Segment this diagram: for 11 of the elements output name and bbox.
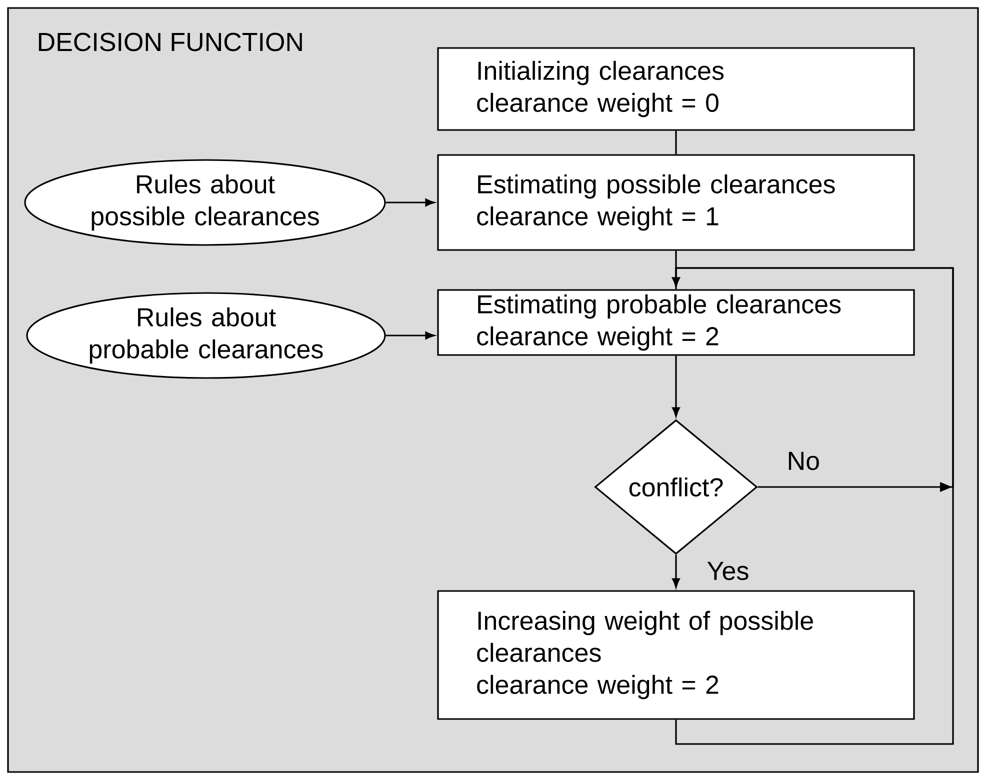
arrow	[672, 554, 680, 588]
process-box: Estimating possible clearances clearance weight = 1	[437, 154, 915, 251]
process-box: Initializing clearances clearance weight = 0	[437, 47, 915, 131]
arrow	[386, 332, 435, 340]
process-box: Increasing weight of possible clearances clearance weight = 2	[437, 590, 915, 720]
edge-label: No	[786, 450, 822, 472]
arrow	[386, 198, 435, 206]
edge-label: Yes	[706, 560, 750, 582]
arrow	[672, 267, 954, 745]
process-box: Estimating probable clearances clearance weight = 2	[437, 289, 915, 356]
arrow	[672, 356, 680, 417]
